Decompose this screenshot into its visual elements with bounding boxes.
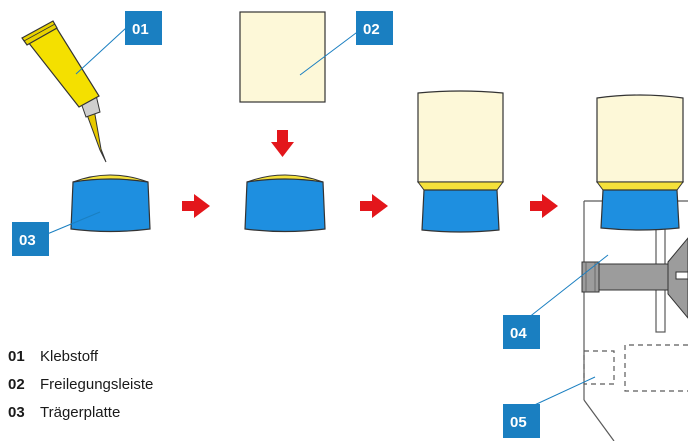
press-down-arrow xyxy=(271,130,294,157)
legend-item-carrier-plate: 03 Trägerplatte xyxy=(8,399,153,427)
glue-tube-illustration xyxy=(21,20,107,163)
process-arrow-1 xyxy=(182,194,210,218)
carrier-plate-1 xyxy=(70,178,151,233)
leader-line-05 xyxy=(527,376,596,409)
badge-05: 05 xyxy=(503,404,540,438)
badge-01: 01 xyxy=(125,11,162,45)
carrier-plate-3 xyxy=(421,189,500,233)
leader-line-04 xyxy=(527,254,609,319)
exposure-strip-4 xyxy=(596,94,684,183)
adhesive-layer-4 xyxy=(596,181,684,191)
badge-04-label: 04 xyxy=(510,325,527,342)
machine-frame xyxy=(583,200,688,441)
leader-line-01 xyxy=(75,27,127,75)
exposure-strip-2 xyxy=(239,11,326,103)
badge-01-label: 01 xyxy=(132,21,149,38)
badge-02: 02 xyxy=(356,11,393,45)
legend-label: Klebstoff xyxy=(40,348,99,365)
legend-item-exposure-strip: 02 Freilegungsleiste xyxy=(8,371,153,399)
legend-number: 02 xyxy=(8,376,25,393)
carrier-plate-2 xyxy=(244,178,326,233)
exposure-strip-3 xyxy=(417,90,504,183)
mounting-bolt xyxy=(581,237,688,319)
badge-03: 03 xyxy=(12,222,49,256)
legend-number: 01 xyxy=(8,348,25,365)
process-arrow-2 xyxy=(360,194,388,218)
adhesive-layer-3 xyxy=(417,181,504,191)
badge-02-label: 02 xyxy=(363,21,380,38)
process-arrow-3 xyxy=(530,194,558,218)
carrier-plate-4 xyxy=(600,189,680,231)
legend-number: 03 xyxy=(8,404,25,421)
legend: 01 Klebstoff 02 Freilegungsleiste 03 Träger… xyxy=(8,343,153,427)
leader-line-03 xyxy=(39,211,101,238)
legend-label: Freilegungsleiste xyxy=(40,376,154,393)
badge-03-label: 03 xyxy=(19,232,36,249)
badge-04: 04 xyxy=(503,315,540,349)
legend-label: Trägerplatte xyxy=(40,404,121,421)
leader-line-02 xyxy=(299,29,361,76)
legend-item-adhesive: 01 Klebstoff xyxy=(8,343,153,371)
badge-05-label: 05 xyxy=(510,414,527,431)
